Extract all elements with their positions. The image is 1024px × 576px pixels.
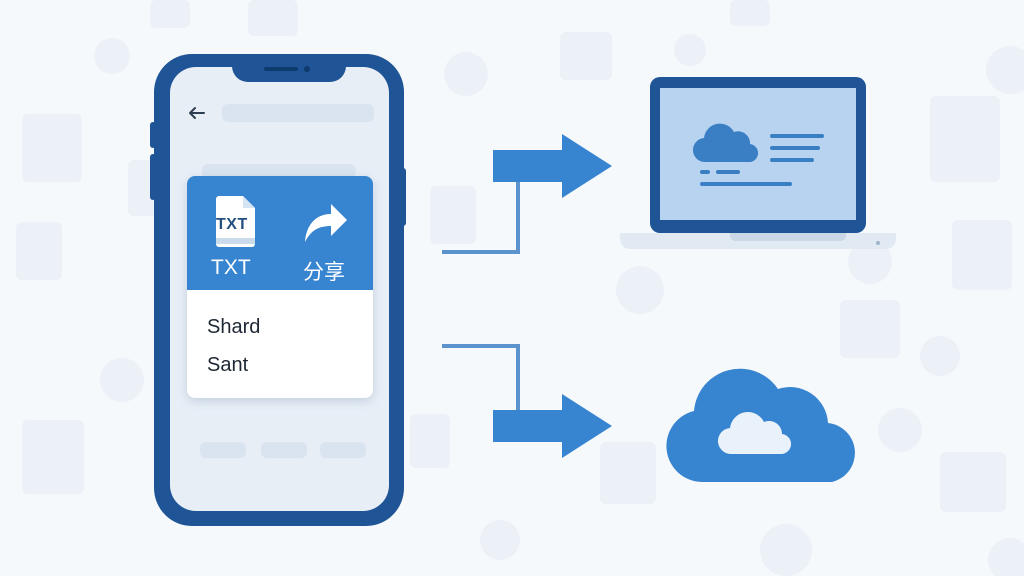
laptop-indicator: [876, 241, 880, 245]
share-popup: TXT TXT 分享 Shard Sant: [187, 176, 373, 398]
screen-text-line: [770, 134, 824, 138]
cloud-storage-icon: [666, 368, 855, 482]
menu-item-shard[interactable]: Shard: [207, 316, 261, 338]
phone-side-button: [150, 154, 156, 200]
screen-text-line: [716, 170, 740, 174]
laptop-hinge: [730, 233, 846, 241]
screen-text-line: [700, 170, 710, 174]
menu-item-sant[interactable]: Sant: [207, 354, 249, 376]
screen-text-line: [700, 182, 792, 186]
txt-file-icon[interactable]: [213, 194, 259, 248]
back-arrow-icon[interactable]: [184, 100, 210, 126]
content-placeholder: [202, 164, 356, 178]
cloud-icon: [692, 123, 759, 163]
bottom-placeholder: [200, 442, 246, 458]
phone-speaker: [264, 67, 298, 71]
phone-camera: [304, 66, 310, 72]
phone-side-button: [150, 122, 156, 148]
txt-icon-text: TXT: [216, 216, 248, 233]
txt-option-label[interactable]: TXT: [211, 256, 251, 279]
share-option-label[interactable]: 分享: [303, 261, 345, 284]
bottom-placeholder: [261, 442, 307, 458]
screen-text-line: [770, 146, 820, 150]
phone-side-button: [400, 168, 406, 226]
bottom-placeholder: [320, 442, 366, 458]
screen-text-line: [770, 158, 814, 162]
share-arrow-icon[interactable]: [301, 200, 351, 246]
title-placeholder: [222, 104, 374, 122]
